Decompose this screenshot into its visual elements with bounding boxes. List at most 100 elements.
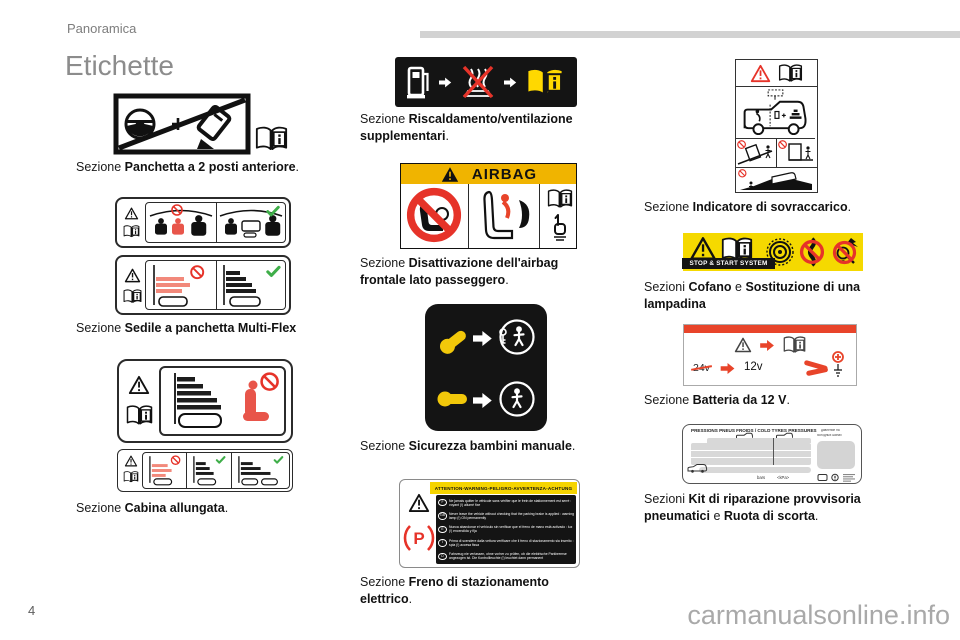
stop-start-banner: STOP & START SYSTEM <box>682 258 775 269</box>
no-heater-icon <box>462 65 494 99</box>
header-rule <box>420 31 960 38</box>
label-extended-cab-strip <box>117 449 293 492</box>
caption-child-lock: Sezione Sicurezza bambini manuale. <box>360 439 576 453</box>
no-entry-icon <box>406 187 462 243</box>
warning-triangle-icon <box>124 268 141 283</box>
warning-triangle-icon <box>734 337 752 353</box>
seats-prohibited-pictogram <box>149 204 213 236</box>
label-tyre-pressure: PRESSIONS PNEUS FROIDS / COLD TYRES PRES… <box>682 424 862 484</box>
lang-badge: F <box>438 498 447 507</box>
handbook-icon <box>123 225 140 238</box>
battery-clamp-icon <box>804 351 844 377</box>
old-voltage: 24v <box>691 362 712 374</box>
handbook-icon <box>123 289 142 303</box>
warning-triangle-icon <box>750 64 771 82</box>
arrow-right-icon <box>760 339 774 351</box>
car-icon <box>687 464 708 473</box>
tyre-footnote-icons <box>817 473 855 482</box>
caption-bonnet-bulb: Sezioni Cofano e Sostituzione di una lam… <box>644 280 861 311</box>
van-load-pictogram <box>736 89 815 139</box>
lang-badge: I <box>438 539 447 547</box>
lock-engaged-row <box>439 319 535 355</box>
tyre-pressure-subtitle-1: давление на <box>821 428 840 432</box>
label-extended-cab <box>117 359 293 443</box>
pressure-table-tab <box>707 438 811 443</box>
arrow-right-icon <box>504 77 517 87</box>
overload-header <box>736 60 817 87</box>
caption-overload: Sezione Indicatore di sovraccarico. <box>644 200 852 214</box>
label-multiflex-seats <box>115 197 291 248</box>
label-child-lock <box>425 304 547 431</box>
caption-aux-heating: Sezione Riscaldamento/ventilazione suppl… <box>360 112 573 143</box>
child-icon <box>513 325 525 347</box>
caption-airbag: Sezione Disattivazione dell'airbag front… <box>360 256 559 287</box>
caption-parking-brake: Sezione Freno di stazionamento elettrico… <box>360 575 549 606</box>
handbook-icon <box>126 405 153 425</box>
caption-front-bench: Sezione Panchetta a 2 posti anteriore. <box>76 160 300 174</box>
parking-row-f: F Ne jamais quitter le véhicule sans vér… <box>438 499 574 507</box>
lang-badge: GB <box>438 512 447 520</box>
warning-triangle-icon <box>124 455 138 467</box>
svg-text:P: P <box>413 529 424 548</box>
parking-row-e: E Nunca abandonar el vehículo sin verifi… <box>438 525 574 533</box>
pressure-table-bottom-row <box>699 467 811 473</box>
airbag-deploy-pictogram <box>483 190 530 240</box>
parking-warning-text: ATTENTION-WARNING-PELIGRO-AVVERTENZA-ACH… <box>434 485 573 491</box>
arrow-right-icon <box>473 393 492 408</box>
parking-row-i: I Prima di scendere dalla vettura verifi… <box>438 539 574 547</box>
no-touch-bulb-icon <box>832 238 858 265</box>
airbag-header-text: AIRBAG <box>471 165 538 183</box>
wrong-config-pictogram <box>149 453 188 488</box>
label-battery: 24v 12v <box>683 324 857 386</box>
lang-badge: E <box>438 525 447 534</box>
handbook-icon <box>547 189 573 208</box>
warning-triangle-icon <box>124 207 139 220</box>
ok-config-pictogram <box>193 453 232 488</box>
lang-badge: D <box>438 552 447 560</box>
new-voltage: 12v <box>744 361 763 373</box>
lock-released-row <box>437 381 535 417</box>
label-aux-heating <box>395 57 577 107</box>
key-icon <box>499 328 507 344</box>
ok-config-wide-pictogram <box>238 456 284 486</box>
watermark: carmanualsonline.info <box>687 600 950 630</box>
unit-kpa: <kPa> <box>777 475 790 480</box>
belt-pulley-icon <box>766 238 794 266</box>
label-front-bench <box>113 93 289 155</box>
tyre-pressure-subtitle-2: холодных шинах <box>817 432 842 437</box>
caption-multiflex: Sezione Sedile a panchetta Multi-Flex <box>76 321 297 335</box>
label-airbag: AIRBAG <box>400 163 577 249</box>
no-unload-pictogram <box>778 140 813 161</box>
breadcrumb: Panoramica <box>67 21 137 36</box>
correct-fold-pictogram <box>222 265 281 307</box>
label-overload <box>735 59 818 193</box>
arrow-right-icon <box>473 331 492 346</box>
label-multiflex-folded <box>115 255 291 315</box>
caption-tyre-kit: Sezioni Kit di riparazione provvisoria p… <box>644 492 861 523</box>
airbag-panels <box>401 184 576 248</box>
tyre-pressure-title: PRESSIONS PNEUS FROIDS / COLD TYRES PRES… <box>691 428 817 433</box>
page-number: 4 <box>28 603 36 618</box>
red-seat-icon <box>243 380 269 421</box>
cab-strip-panels <box>142 452 290 489</box>
fold-panels <box>145 260 286 310</box>
no-tilt-pictogram <box>737 139 777 167</box>
parking-row-d: D Fahrzeug nie verlassen, ohne vorher zu… <box>438 552 574 560</box>
spare-info-box <box>817 441 855 469</box>
label-parking-brake: ATTENTION-WARNING-PELIGRO-AVVERTENZA-ACH… <box>399 479 580 568</box>
cross-out-line <box>118 97 246 151</box>
parking-warning-band: ATTENTION-WARNING-PELIGRO-AVVERTENZA-ACH… <box>430 482 577 494</box>
warning-triangle-icon <box>128 375 150 395</box>
seat-panels <box>145 202 286 243</box>
caption-extended-cab: Sezione Cabina allungata. <box>76 501 229 515</box>
pointing-hand-icon <box>554 214 567 241</box>
no-entry-icon <box>260 372 279 391</box>
handbook-icon-yellow <box>526 67 564 96</box>
cab-panel <box>159 366 286 436</box>
unit-bars: bars <box>757 475 766 480</box>
overload-mid-cells <box>736 139 817 168</box>
label-stop-start: STOP & START SYSTEM <box>682 233 863 271</box>
battery-red-band <box>684 325 856 333</box>
page-title: Etichette <box>65 50 174 81</box>
